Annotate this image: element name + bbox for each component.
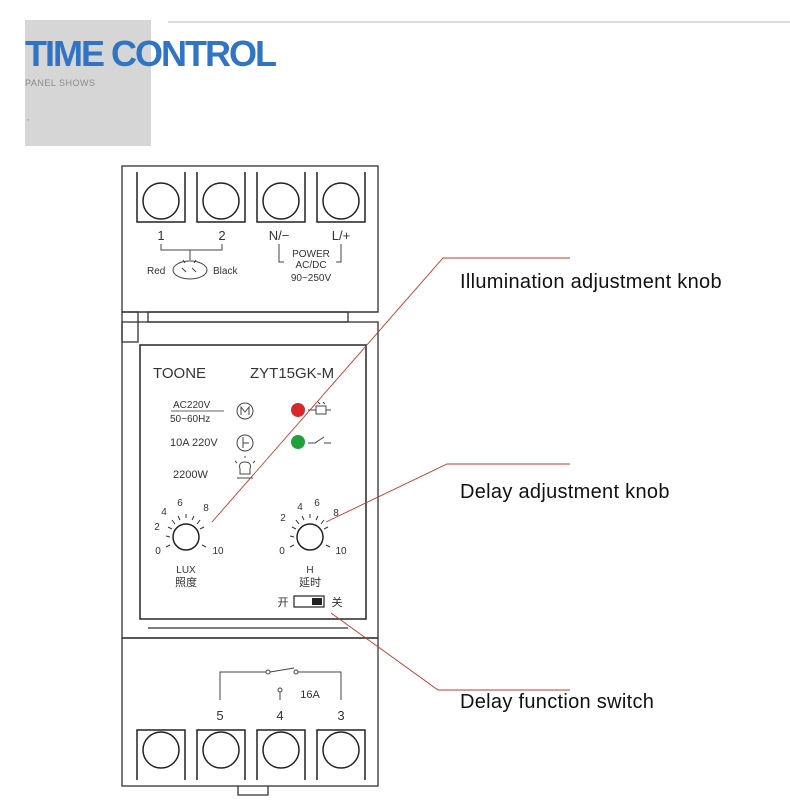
sensor-red-label: Red	[147, 266, 165, 277]
lux-knob[interactable]	[165, 514, 207, 551]
power-range-label: 90~250V	[291, 273, 332, 284]
top-divider	[168, 21, 790, 23]
delay-label-cn: 延时	[299, 576, 321, 589]
spec-current: 10A 220V	[170, 437, 218, 449]
delay-scale-0: 0	[279, 546, 285, 557]
heater-icon	[236, 434, 254, 452]
delay-scale-4: 4	[297, 502, 303, 513]
delay-scale-10: 10	[335, 546, 347, 557]
lux-scale-4: 4	[161, 507, 167, 518]
delay-scale-2: 2	[280, 513, 286, 524]
lux-scale-0: 0	[155, 546, 161, 557]
light-sensor-icon	[160, 244, 223, 280]
housing-outline	[121, 165, 379, 796]
spec-frequency: 50~60Hz	[170, 414, 210, 425]
terminal-4-label: 4	[276, 708, 283, 723]
terminal-n-label: N/−	[269, 228, 290, 243]
terminal-l-label: L/+	[332, 228, 350, 243]
power-bracket	[278, 244, 342, 263]
leader-lines	[211, 257, 570, 691]
spec-power: 2200W	[173, 469, 208, 481]
delay-knob[interactable]	[289, 514, 331, 551]
delay-scale-8: 8	[333, 508, 339, 519]
page-subtitle: PANEL SHOWS	[25, 78, 96, 88]
illumination-knob-annotation: Illumination adjustment knob	[460, 271, 722, 293]
delay-function-switch[interactable]	[293, 595, 325, 608]
switch-on-label: 开	[278, 596, 289, 609]
model-number: ZYT15GK-M	[250, 365, 334, 382]
lux-scale-6: 6	[177, 498, 183, 509]
red-indicator-led	[291, 403, 305, 417]
delay-scale-6: 6	[314, 498, 320, 509]
relay-contact-icon	[308, 436, 331, 444]
relay-rating: 16A	[300, 689, 320, 701]
delay-label: H	[306, 565, 313, 576]
page-title: TIME CONTROL	[25, 33, 277, 74]
illumination-leader	[211, 257, 570, 523]
delay-knob-annotation: Delay adjustment knob	[460, 481, 670, 503]
delay-knob-leader	[325, 463, 570, 523]
switch-off-label: 关	[332, 595, 343, 609]
green-indicator-led	[291, 435, 305, 449]
sensor-black-label: Black	[213, 266, 238, 277]
brand-logo: TOONE	[153, 365, 206, 382]
delay-switch-leader	[330, 612, 570, 691]
bottom-terminal-screws	[136, 729, 366, 780]
power-label: POWER	[292, 249, 330, 260]
spec-voltage: AC220V	[173, 400, 211, 411]
relay-coil-icon	[308, 401, 331, 415]
terminal-2-label: 2	[218, 228, 225, 243]
motor-icon	[236, 402, 254, 420]
lamp-icon	[234, 456, 256, 479]
top-terminal-screws	[136, 172, 366, 223]
delay-knob-ticks	[289, 514, 331, 548]
lux-label-cn: 照度	[175, 575, 197, 589]
lux-label: LUX	[176, 565, 196, 576]
lux-scale-8: 8	[203, 503, 209, 514]
power-type-label: AC/DC	[295, 260, 326, 271]
lux-scale-2: 2	[154, 522, 160, 533]
delay-switch-annotation: Delay function switch	[460, 691, 655, 713]
terminal-5-label: 5	[216, 708, 223, 723]
terminal-1-label: 1	[157, 228, 164, 243]
lux-scale-10: 10	[212, 546, 224, 557]
header-background	[25, 20, 151, 146]
header-mark: ,	[27, 113, 30, 122]
terminal-3-label: 3	[337, 708, 344, 723]
lux-knob-ticks	[165, 514, 207, 548]
relay-schematic	[219, 667, 342, 700]
